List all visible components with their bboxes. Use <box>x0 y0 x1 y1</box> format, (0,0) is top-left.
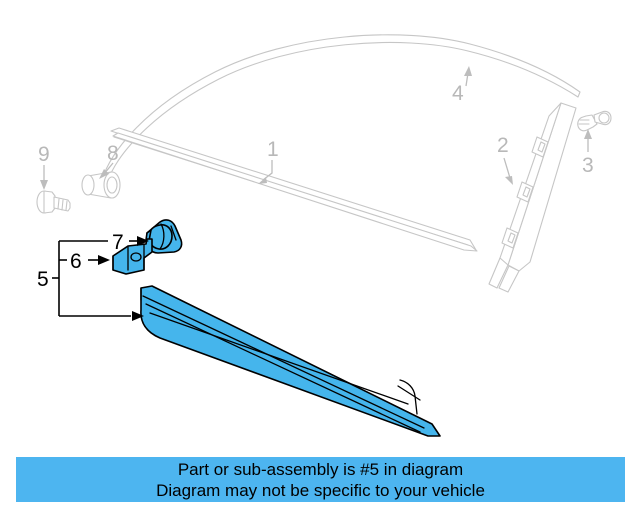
part-rocker-panel-molding-assembly <box>140 285 441 437</box>
callout-leader-1 <box>258 160 273 184</box>
part-pillar-clip-fastener <box>577 110 612 132</box>
part-screw-bolt <box>36 190 71 214</box>
part-molding-retainer-bracket <box>112 238 153 275</box>
callout-label-3: 3 <box>582 154 594 177</box>
callout-label-2: 2 <box>497 134 509 157</box>
callout-leader-2 <box>503 157 513 185</box>
callout-leader-9 <box>40 165 48 190</box>
callout-label-1: 1 <box>267 138 279 161</box>
callout-label-8: 8 <box>107 142 119 165</box>
callout-label-7: 7 <box>112 231 124 254</box>
part-push-pin-clip <box>145 219 183 254</box>
banner-line-disclaimer: Diagram may not be specific to your vehi… <box>156 480 485 500</box>
callout-label-9: 9 <box>38 143 50 166</box>
part-roof-drip-molding <box>100 34 581 189</box>
callout-label-4: 4 <box>452 82 464 105</box>
callout-leader-4 <box>464 66 472 87</box>
callout-leader-8 <box>99 162 114 179</box>
callout-leader-3 <box>584 129 592 152</box>
callout-label-5: 5 <box>37 268 49 291</box>
callout-label-6: 6 <box>70 250 82 273</box>
banner-line-part-number: Part or sub-assembly is #5 in diagram <box>177 459 464 479</box>
callout-bracket-5 <box>52 236 149 321</box>
part-grommet-bushing <box>81 171 121 199</box>
part-belt-line-molding <box>110 127 478 252</box>
part-pillar-applique-molding <box>488 102 577 293</box>
info-banner: Part or sub-assembly is #5 in diagram Di… <box>16 457 625 502</box>
